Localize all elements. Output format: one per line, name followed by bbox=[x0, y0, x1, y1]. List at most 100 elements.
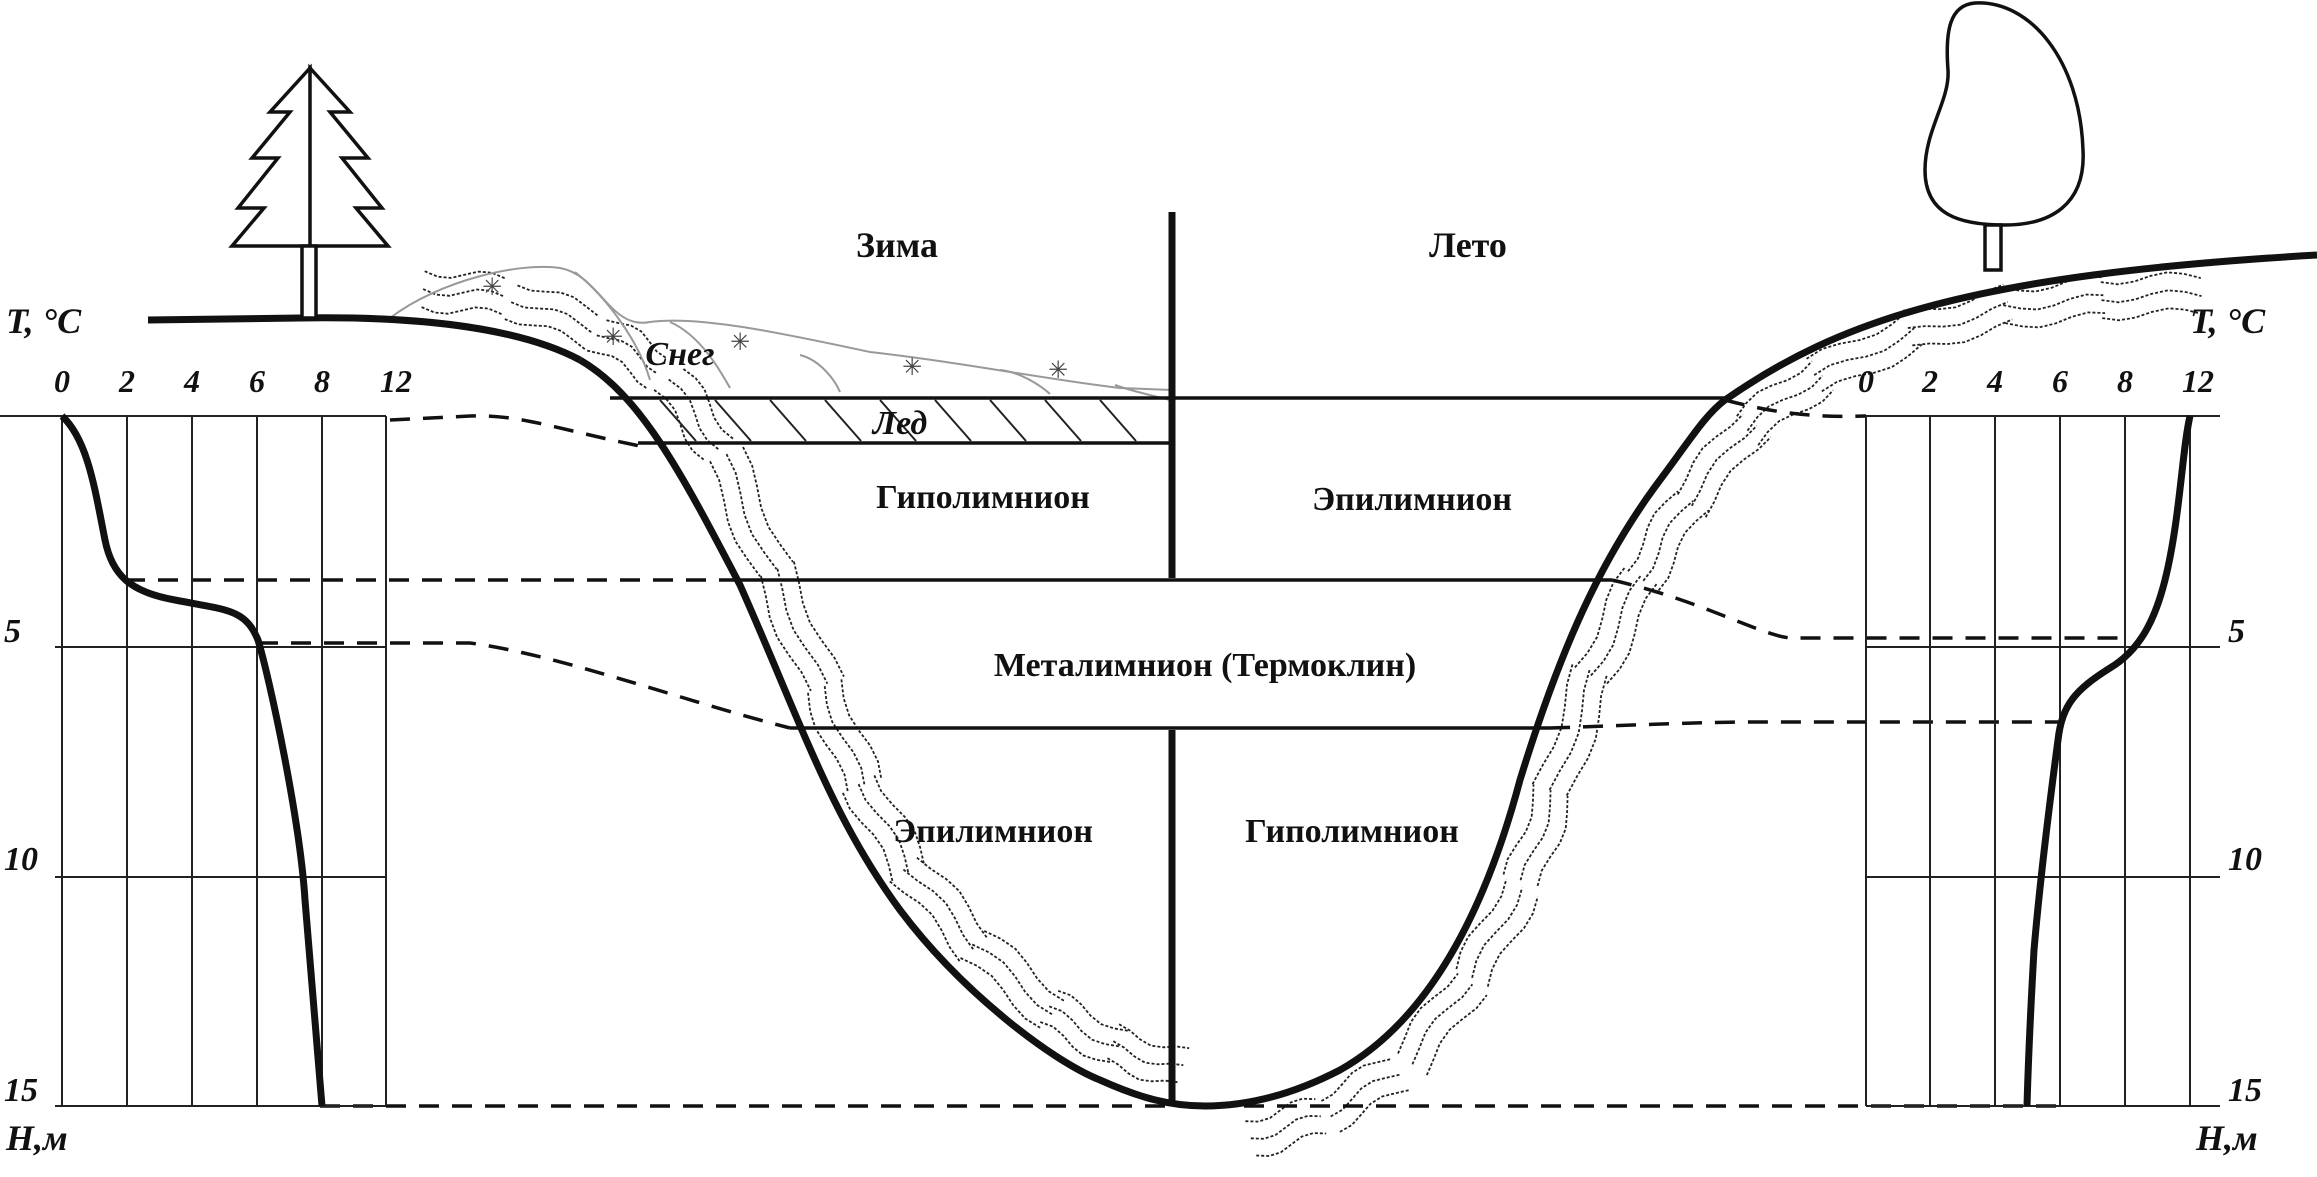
soil-wave-stroke bbox=[1704, 436, 1772, 518]
soil-wave-stroke bbox=[1039, 1021, 1111, 1063]
soil-wave-stroke bbox=[1471, 887, 1523, 979]
soil-wave-stroke bbox=[1912, 318, 2013, 347]
right-temp-axis-label: T, °C bbox=[2190, 301, 2266, 341]
soil-wave-stroke bbox=[889, 880, 961, 962]
soil-wave-stroke bbox=[421, 306, 502, 315]
soil-wave-stroke bbox=[2003, 293, 2104, 311]
soil-wave-stroke bbox=[1606, 582, 1658, 685]
ice-hatch-stroke bbox=[824, 399, 862, 442]
ice-label: Лед bbox=[871, 405, 928, 442]
soil-wave-stroke bbox=[709, 460, 761, 577]
soil-wave-stroke bbox=[916, 856, 988, 939]
soil-wave-stroke bbox=[857, 783, 910, 875]
soil-wave-stroke bbox=[1048, 1005, 1120, 1048]
left-temp-axis-label: T, °C bbox=[6, 301, 82, 341]
soil-wave-stroke bbox=[902, 868, 975, 951]
soil-wave-stroke bbox=[1250, 1114, 1321, 1140]
soil-wave-stroke bbox=[1118, 1023, 1190, 1050]
ice-hatch-stroke bbox=[714, 399, 752, 442]
soil-wave-stroke bbox=[1425, 994, 1488, 1076]
snowflake-icon: ✳ bbox=[902, 353, 922, 381]
snowflake-icon: ✳ bbox=[482, 273, 502, 301]
snowflake-icon: ✳✳✳✳✳ bbox=[482, 273, 1068, 384]
soil-wave-stroke bbox=[1320, 1058, 1392, 1102]
soil-wave-stroke bbox=[807, 692, 849, 793]
soil-wave-stroke bbox=[960, 957, 1041, 1029]
spruce-icon bbox=[228, 63, 392, 320]
metalimnion-label: Металимнион (Термоклин) bbox=[994, 647, 1416, 684]
ice-hatch-stroke bbox=[879, 399, 917, 442]
soil-wave-stroke bbox=[1502, 784, 1535, 875]
soil-wave-stroke bbox=[606, 319, 668, 359]
ground-right bbox=[1723, 251, 2317, 403]
dash-right-surface bbox=[1724, 398, 1867, 419]
left-temp-tick: 2 bbox=[118, 363, 135, 399]
soil-wave-stroke bbox=[682, 368, 734, 440]
left-temp-tick: 12 bbox=[380, 363, 412, 399]
soil-texture-right bbox=[1245, 271, 2203, 1157]
snow-label: Снег bbox=[645, 336, 714, 373]
soil-wave-stroke bbox=[873, 775, 926, 866]
ice-hatch-stroke bbox=[1044, 399, 1082, 442]
right-depth-tick: 5 bbox=[2228, 613, 2245, 650]
winter-bottom-layer-label: Эпилимнион bbox=[893, 813, 1093, 850]
ice-hatch-stroke bbox=[1099, 399, 1137, 442]
soil-wave-stroke bbox=[2004, 311, 2106, 329]
soil-wave-stroke bbox=[1736, 360, 1813, 417]
right-temp-ticks: 0 2 4 6 8 12 bbox=[1858, 363, 2214, 399]
soil-texture-left bbox=[421, 270, 1190, 1084]
winter-temperature-profile bbox=[59, 413, 326, 1107]
soil-wave-stroke bbox=[1907, 301, 2009, 329]
soil-wave-stroke bbox=[1590, 574, 1642, 677]
soil-wave-stroke bbox=[2101, 289, 2202, 304]
soil-wave-stroke bbox=[725, 453, 778, 570]
soil-wave-stroke bbox=[793, 561, 845, 678]
soil-wave-stroke bbox=[1657, 509, 1710, 591]
right-depth-tick: 15 bbox=[2228, 1072, 2262, 1109]
right-temp-tick: 0 bbox=[1858, 363, 1874, 399]
dash-right-thermo-bottom bbox=[1549, 720, 2060, 730]
soil-wave-stroke bbox=[1565, 675, 1608, 797]
left-depth-tick: 10 bbox=[4, 841, 38, 878]
soil-wave-stroke bbox=[1519, 790, 1552, 881]
right-temp-tick: 8 bbox=[2117, 363, 2133, 399]
left-temp-tick: 8 bbox=[314, 363, 330, 399]
winter-top-layer-label: Гиполимнион bbox=[876, 479, 1090, 516]
left-depth-tick: 15 bbox=[4, 1072, 38, 1109]
left-temp-ticks: 0 2 4 6 8 12 bbox=[54, 363, 412, 399]
soil-wave-stroke bbox=[1677, 413, 1744, 495]
snowflake-icon: ✳ bbox=[603, 323, 623, 351]
soil-wave-stroke bbox=[668, 378, 720, 451]
soil-wave-stroke bbox=[1627, 490, 1679, 572]
right-temp-tick: 12 bbox=[2182, 363, 2214, 399]
soil-wave-stroke bbox=[424, 270, 506, 280]
left-profile-grid bbox=[0, 415, 387, 1107]
soil-wave-stroke bbox=[1642, 500, 1694, 582]
ice-hatch-stroke bbox=[769, 399, 807, 442]
soil-wave-stroke bbox=[842, 792, 894, 884]
ice-hatch-stroke bbox=[989, 399, 1027, 442]
soil-wave-stroke bbox=[586, 349, 648, 390]
soil-wave-stroke bbox=[983, 930, 1065, 1002]
ice-hatch-stroke bbox=[659, 399, 697, 442]
left-temp-tick: 0 bbox=[54, 363, 70, 399]
dash-left-surface bbox=[389, 414, 641, 448]
soil-wave-stroke bbox=[1112, 1040, 1184, 1067]
soil-wave-stroke bbox=[422, 288, 504, 297]
right-temp-tick: 2 bbox=[1921, 363, 1938, 399]
right-temp-tick: 6 bbox=[2052, 363, 2068, 399]
summer-top-layer-label: Эпилимнион bbox=[1312, 481, 1512, 518]
soil-wave-stroke bbox=[742, 446, 794, 563]
soil-wave-stroke bbox=[596, 334, 658, 375]
left-depth-ticks: 5 10 15 bbox=[4, 613, 38, 1109]
left-temp-tick: 6 bbox=[249, 363, 265, 399]
right-depth-axis-label: H,м bbox=[2195, 1118, 2258, 1158]
soil-wave-stroke bbox=[1397, 972, 1459, 1054]
right-temp-tick: 4 bbox=[1986, 363, 2003, 399]
lake-basin bbox=[578, 356, 1728, 1110]
snowflake-icon: ✳ bbox=[730, 328, 750, 356]
snow-drift bbox=[389, 265, 1173, 401]
season-winter-label: Зима bbox=[856, 225, 938, 265]
soil-wave-stroke bbox=[1536, 795, 1569, 887]
